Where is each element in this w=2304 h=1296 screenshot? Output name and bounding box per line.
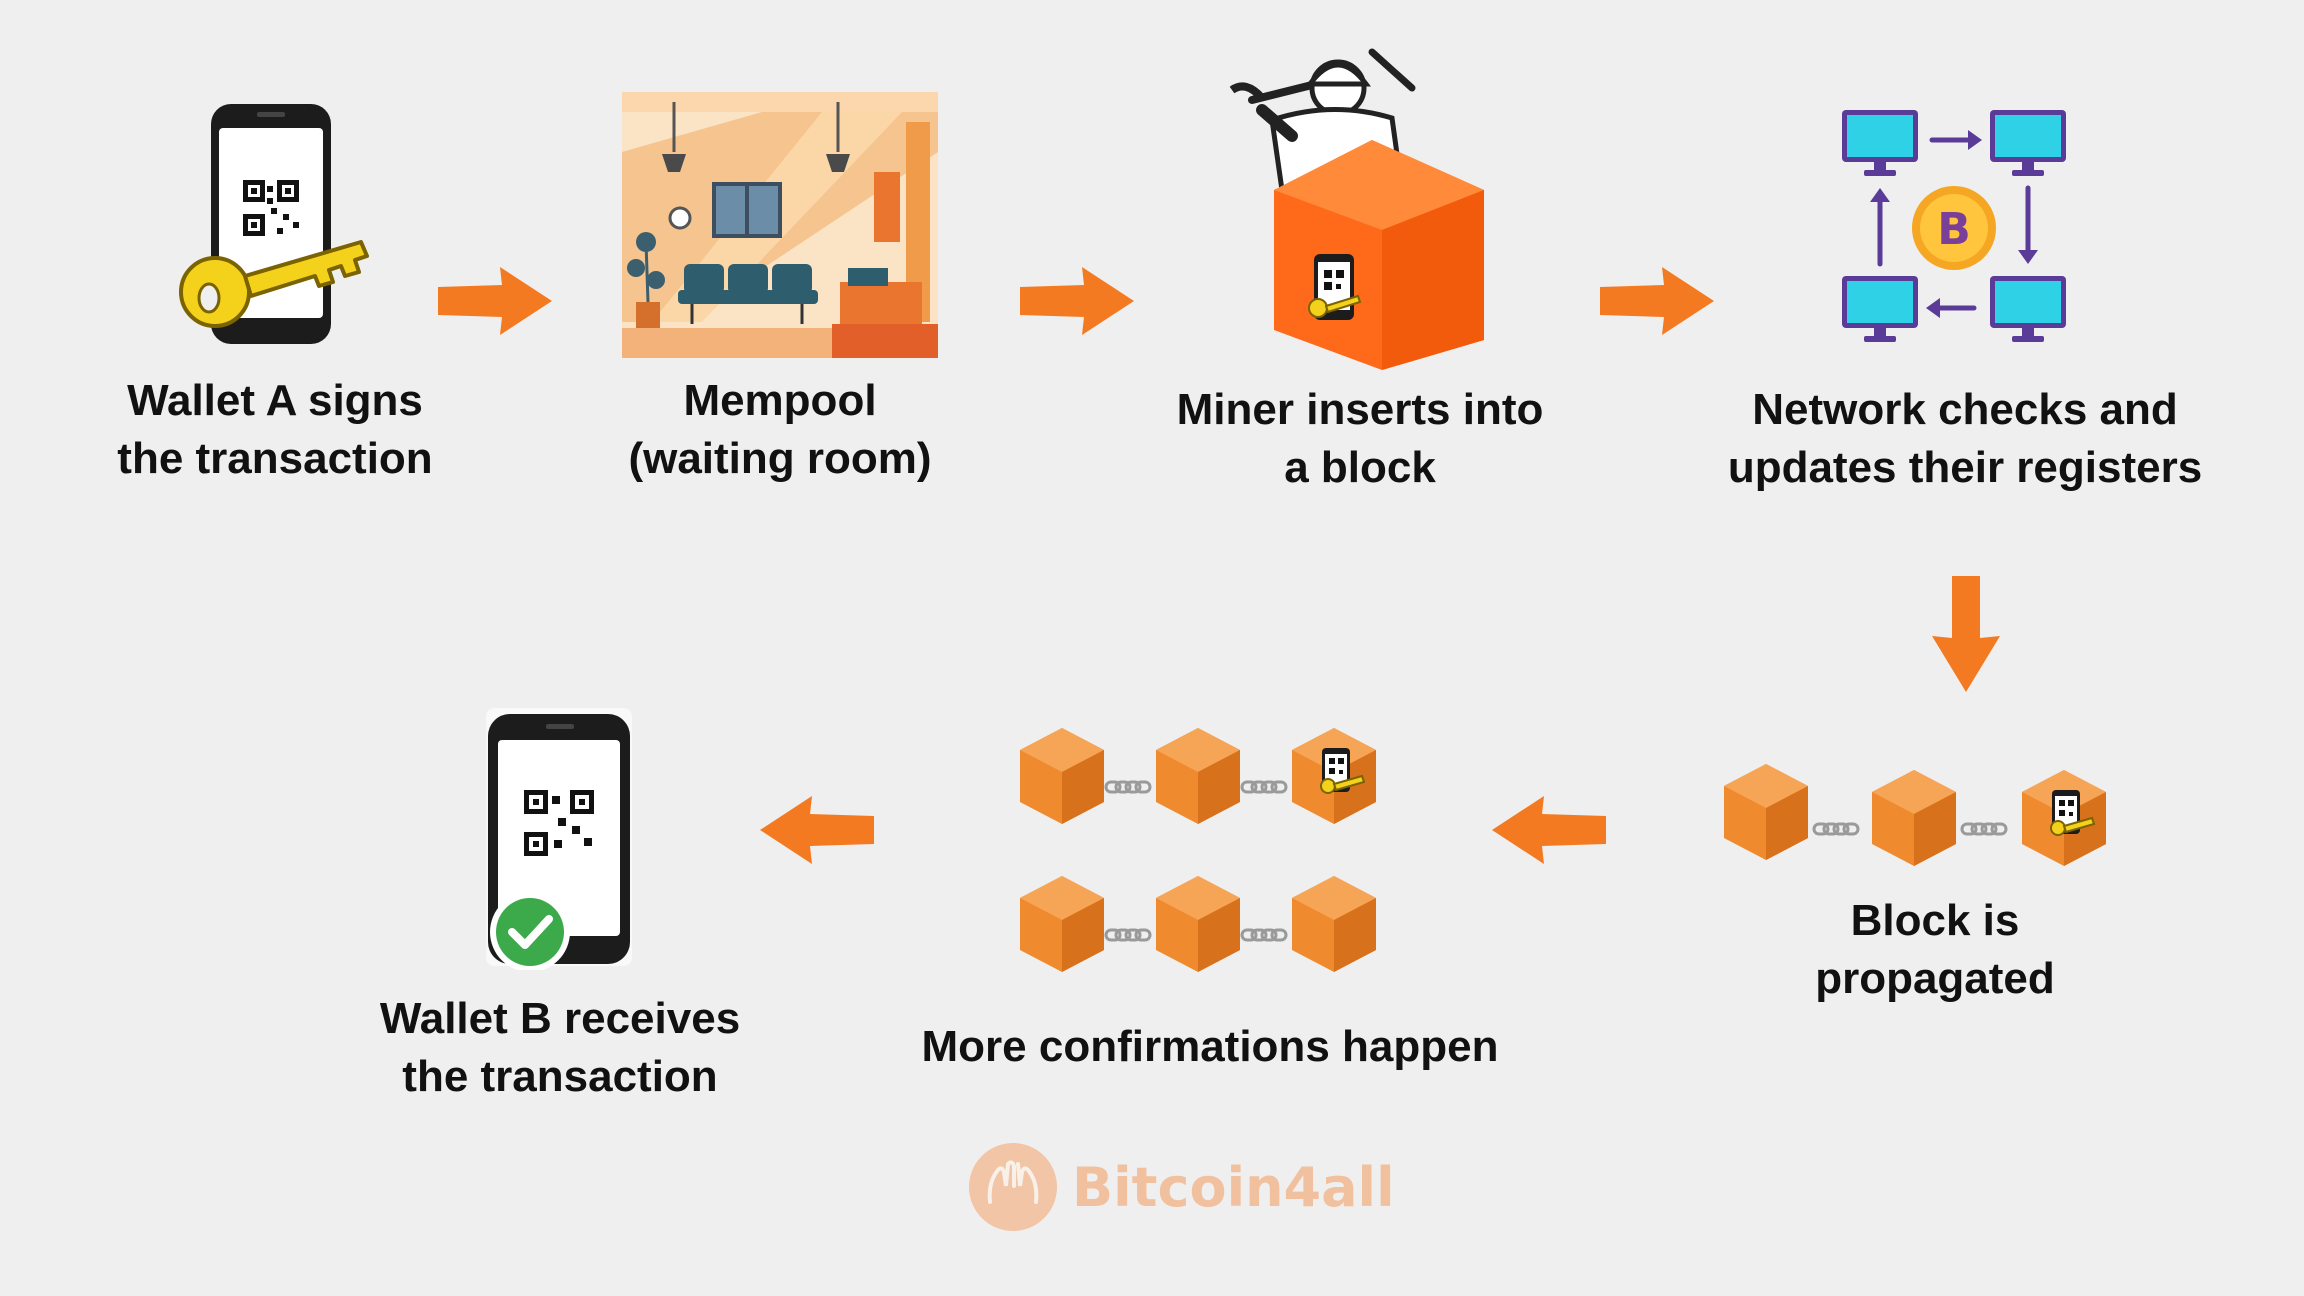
step-mempool-label: Mempool(waiting room): [628, 376, 932, 483]
confirmations-chains-icon: [1020, 728, 1376, 972]
arrow-right-icon: [1600, 267, 1714, 335]
block-icon: [1724, 764, 1808, 860]
arrow-down-icon: [1932, 576, 2000, 692]
chain-icon: [1812, 822, 1860, 836]
block-icon: [1020, 876, 1104, 972]
miner-with-block-icon: [1229, 48, 1484, 370]
block-icon: [1872, 770, 1956, 866]
arrow-right-icon: [1020, 267, 1134, 335]
hands-logo-icon: [969, 1143, 1057, 1231]
chain-icon: [1104, 780, 1152, 794]
brand-logo: Bitcoin4all: [968, 1142, 1395, 1232]
arrow-right-icon: [438, 267, 552, 335]
chain-icon: [1104, 928, 1152, 942]
phone-with-key-icon: [179, 104, 369, 344]
block-icon: [1156, 876, 1240, 972]
network-nodes-icon: B: [1842, 110, 2066, 342]
bitcoin-coin-icon: B: [1937, 204, 1971, 255]
block-icon: [1156, 728, 1240, 824]
chain-icon: [1240, 780, 1288, 794]
propagated-chain-icon: [1724, 764, 2106, 866]
step-confirmations-label: More confirmations happen: [921, 1022, 1499, 1071]
arrow-left-icon: [1492, 796, 1606, 864]
arrow-left-icon: [760, 796, 874, 864]
brand-name: Bitcoin4all: [1072, 1155, 1395, 1219]
block-icon: [1292, 876, 1376, 972]
block-icon: [1020, 728, 1104, 824]
phone-with-check-icon: [486, 708, 632, 970]
waiting-room-icon: [622, 92, 938, 358]
chain-icon: [1240, 928, 1288, 942]
chain-icon: [1960, 822, 2008, 836]
check-badge-icon: [490, 892, 570, 970]
